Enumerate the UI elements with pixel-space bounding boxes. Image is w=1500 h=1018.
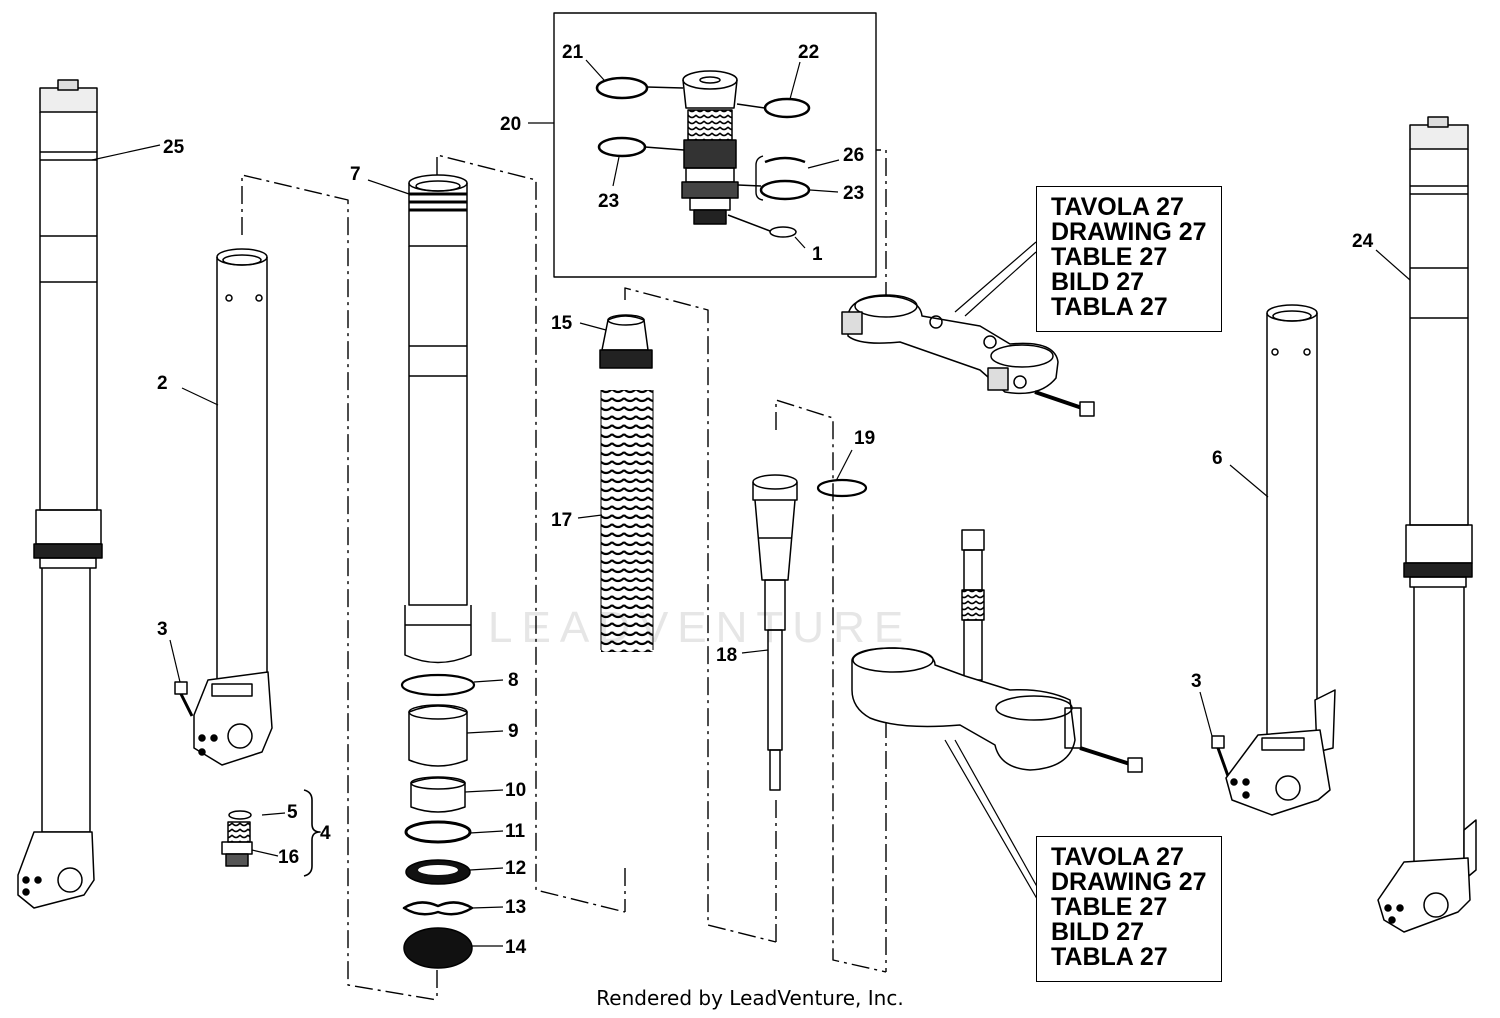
upper-triple-clamp xyxy=(841,294,1095,417)
bracket-26-23 xyxy=(755,155,764,201)
callout-16: 16 xyxy=(278,847,299,868)
callout-24: 24 xyxy=(1352,231,1374,252)
callout-25: 25 xyxy=(163,137,185,158)
callout-19: 19 xyxy=(854,428,875,449)
callout-12: 12 xyxy=(505,858,526,879)
reference-line: TABLE 27 xyxy=(1051,243,1168,271)
callout-17: 17 xyxy=(551,510,572,531)
callout-13: 13 xyxy=(505,897,526,918)
reference-line: DRAWING 27 xyxy=(1051,218,1207,246)
reference-line: DRAWING 27 xyxy=(1051,868,1207,896)
lower-triple-clamp xyxy=(851,529,1143,773)
reference-line: TAVOLA 27 xyxy=(1051,193,1184,221)
spring-guide xyxy=(599,314,653,369)
callout-6: 6 xyxy=(1212,448,1223,469)
seal-stack xyxy=(400,673,476,969)
callout-22: 22 xyxy=(798,42,819,63)
callout-5: 5 xyxy=(287,802,298,823)
bolt-left xyxy=(174,681,194,717)
callout-4: 4 xyxy=(320,823,331,844)
reference-line: TAVOLA 27 xyxy=(1051,843,1184,871)
valve-5-16 xyxy=(221,810,253,867)
callout-20: 20 xyxy=(500,114,521,135)
inset-box xyxy=(553,12,877,278)
outer-tube-right xyxy=(1225,304,1336,816)
callout-labels: 1 2 3 3 4 5 6 7 8 9 10 11 12 13 14 15 16… xyxy=(157,42,1374,958)
reference-line: TABLA 27 xyxy=(1051,943,1168,971)
outer-tube-left xyxy=(193,248,273,766)
callout-2: 2 xyxy=(157,373,168,394)
damper-rod xyxy=(752,474,798,791)
footer-credit: Rendered by LeadVenture, Inc. xyxy=(596,986,904,1010)
callout-18: 18 xyxy=(716,645,737,666)
callout-3-left: 3 xyxy=(157,619,168,640)
callout-21: 21 xyxy=(562,42,584,63)
fork-assembly-right xyxy=(1377,116,1477,933)
reference-box-lower[interactable]: TAVOLA 27 DRAWING 27 TABLE 27 BILD 27 TA… xyxy=(1036,836,1222,982)
spring xyxy=(600,390,654,652)
leader-lines xyxy=(91,59,1411,947)
callout-1: 1 xyxy=(812,244,823,265)
o-ring-19 xyxy=(816,478,868,498)
callout-15: 15 xyxy=(551,313,573,334)
cartridge-valve xyxy=(595,70,811,238)
reference-line: TABLA 27 xyxy=(1051,293,1168,321)
callout-23-right: 23 xyxy=(843,183,864,204)
callout-9: 9 xyxy=(508,721,519,742)
callout-7: 7 xyxy=(350,164,361,185)
bolt-right xyxy=(1211,735,1230,777)
inner-tube xyxy=(404,174,472,664)
reference-box-upper[interactable]: TAVOLA 27 DRAWING 27 TABLE 27 BILD 27 TA… xyxy=(1036,186,1222,332)
guide-lines xyxy=(241,149,887,1001)
callout-10: 10 xyxy=(505,780,526,801)
callout-14: 14 xyxy=(505,937,527,958)
brace-4 xyxy=(303,789,321,877)
reference-line: TABLE 27 xyxy=(1051,893,1168,921)
callout-3-right: 3 xyxy=(1191,671,1202,692)
callout-23-left: 23 xyxy=(598,191,619,212)
reference-line: BILD 27 xyxy=(1051,268,1145,296)
watermark-text: LEADVENTURE xyxy=(488,603,913,652)
fork-assembly-left xyxy=(17,79,103,909)
callout-11: 11 xyxy=(505,821,526,842)
callout-26: 26 xyxy=(843,145,864,166)
callout-8: 8 xyxy=(508,670,519,691)
reference-line: BILD 27 xyxy=(1051,918,1145,946)
